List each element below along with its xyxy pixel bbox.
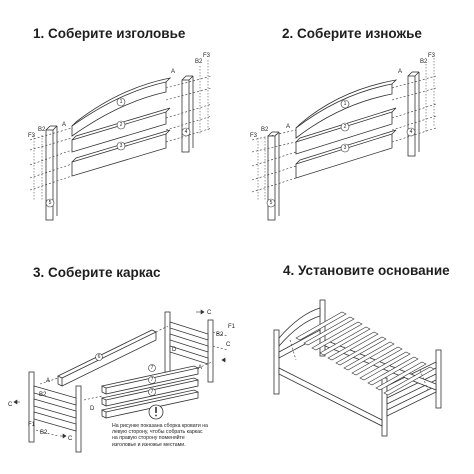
svg-text:F3: F3	[28, 133, 36, 139]
svg-text:F3: F3	[428, 53, 436, 59]
part-4-marker	[181, 127, 191, 137]
svg-text:F1: F1	[228, 324, 236, 330]
step-3-title: 3. Соберите каркас	[33, 265, 161, 280]
svg-text:4: 4	[185, 129, 188, 135]
rail-2	[295, 111, 393, 155]
svg-text:4: 4	[410, 129, 413, 135]
svg-text:A: A	[171, 69, 175, 75]
svg-text:C: C	[8, 402, 13, 408]
svg-text:A: A	[62, 122, 66, 128]
svg-text:F3: F3	[203, 53, 211, 59]
top-rail-1	[295, 83, 393, 139]
svg-text:3: 3	[344, 145, 347, 151]
svg-text:A: A	[46, 378, 50, 384]
assembly-note: На рисунке показана сборка кровати на ле…	[112, 423, 208, 448]
svg-text:B2: B2	[40, 430, 48, 436]
svg-text:2: 2	[344, 124, 347, 130]
svg-text:B2: B2	[195, 59, 203, 65]
svg-text:C: C	[226, 342, 231, 348]
svg-text:3: 3	[120, 143, 123, 149]
left-post	[267, 135, 276, 221]
part-1-marker	[116, 97, 126, 107]
svg-text:A: A	[286, 124, 290, 130]
svg-text:F1: F1	[28, 422, 36, 428]
svg-text:A: A	[198, 365, 202, 371]
svg-text:7: 7	[151, 377, 154, 383]
part-5-marker	[45, 198, 55, 208]
svg-text:D: D	[172, 347, 177, 353]
svg-text:A: A	[398, 69, 402, 75]
right-post-4	[181, 79, 190, 153]
svg-text:B2: B2	[420, 59, 428, 65]
svg-text:B2: B2	[38, 127, 46, 133]
svg-text:C: C	[207, 310, 212, 316]
right-post	[407, 75, 416, 157]
svg-text:5: 5	[49, 200, 52, 206]
step-4-title: 4. Установите основание	[283, 263, 450, 278]
svg-text:F3: F3	[250, 133, 258, 139]
svg-text:6: 6	[98, 354, 101, 360]
step-2-title: 2. Соберите изножье	[282, 26, 422, 41]
svg-text:1: 1	[344, 101, 347, 107]
svg-text:2: 2	[120, 122, 123, 128]
svg-text:B2: B2	[216, 332, 224, 338]
rail-3	[71, 133, 167, 177]
svg-text:B2: B2	[39, 392, 47, 398]
part-2-marker	[116, 120, 126, 130]
step-1-title: 1. Соберите изголовье	[33, 26, 186, 41]
left-post-5	[45, 129, 54, 221]
part-3-marker	[116, 141, 126, 151]
exclamation-icon	[148, 404, 164, 420]
top-rail-1	[71, 81, 167, 137]
svg-text:7: 7	[151, 389, 154, 395]
svg-text:D: D	[90, 406, 95, 412]
svg-text:1: 1	[120, 99, 123, 105]
svg-text:B2: B2	[261, 127, 269, 133]
svg-text:5: 5	[270, 200, 273, 206]
rail-3	[295, 133, 393, 179]
svg-text:C: C	[68, 436, 73, 442]
svg-text:7: 7	[151, 365, 154, 371]
rail-2	[71, 111, 167, 153]
